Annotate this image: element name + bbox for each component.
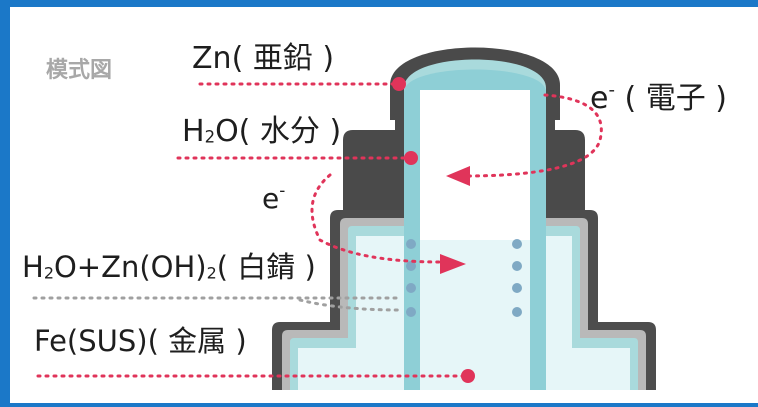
zinc-label: Zn( 亜鉛 ) (192, 41, 335, 76)
tube-inner-lower (420, 240, 530, 390)
water-label: H2O( 水分 ) (182, 114, 342, 149)
white-rust-label: H2O+Zn(OH)2( 白錆 ) (22, 250, 316, 284)
electron-right-label: e- ( 電子 ) (590, 79, 727, 116)
diagram-title: 模式図 (46, 58, 113, 83)
leader-lines (36, 82, 603, 378)
zinc-marker (392, 77, 406, 91)
water-marker (404, 151, 418, 165)
metal-marker (461, 369, 475, 383)
electron-arrow-left (446, 166, 470, 186)
electron-label: e- (262, 180, 286, 215)
electron-arrow-right (440, 254, 466, 274)
gray-leaders (32, 296, 402, 312)
rust-dots (406, 239, 522, 317)
metal-label: Fe(SUS)( 金属 ) (34, 324, 247, 358)
